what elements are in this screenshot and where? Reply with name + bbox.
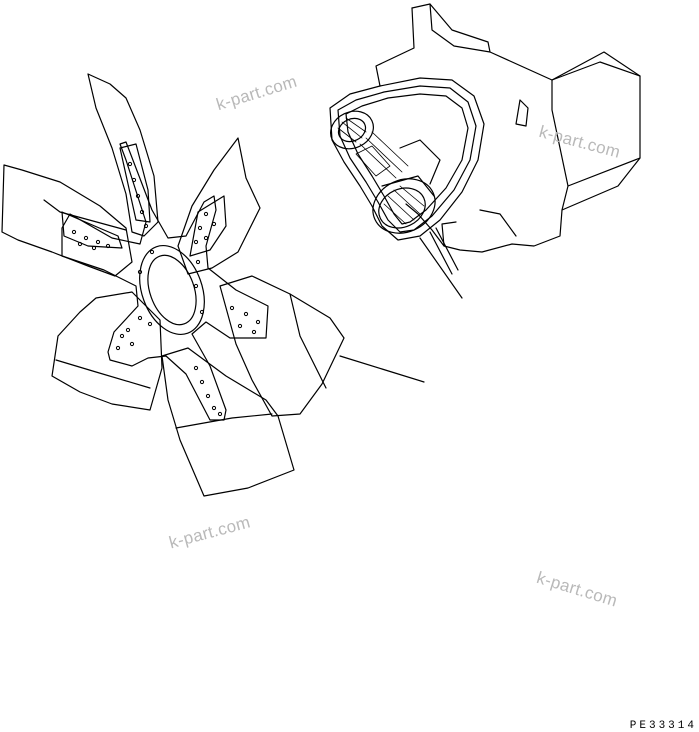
fan-blade-bottom [161,347,295,497]
pulley-upper [330,110,374,150]
fan-rivets [71,161,261,417]
fan-blade-top-right [177,137,261,275]
fan-blade-top [87,73,159,237]
engine-block [405,3,641,253]
belt-icon [329,3,641,299]
fan-spider [61,141,269,421]
fan-belt [329,77,485,241]
fan-blade-right [219,275,345,417]
fan-hub [139,244,205,336]
fan-blade-lower-left [51,291,163,411]
fan-blade-upper-left [1,164,133,277]
fan-icon [1,73,425,497]
belt-leader-line [419,237,463,299]
fan-leader-line [339,355,425,383]
figure-code: PE33314 [629,720,697,732]
